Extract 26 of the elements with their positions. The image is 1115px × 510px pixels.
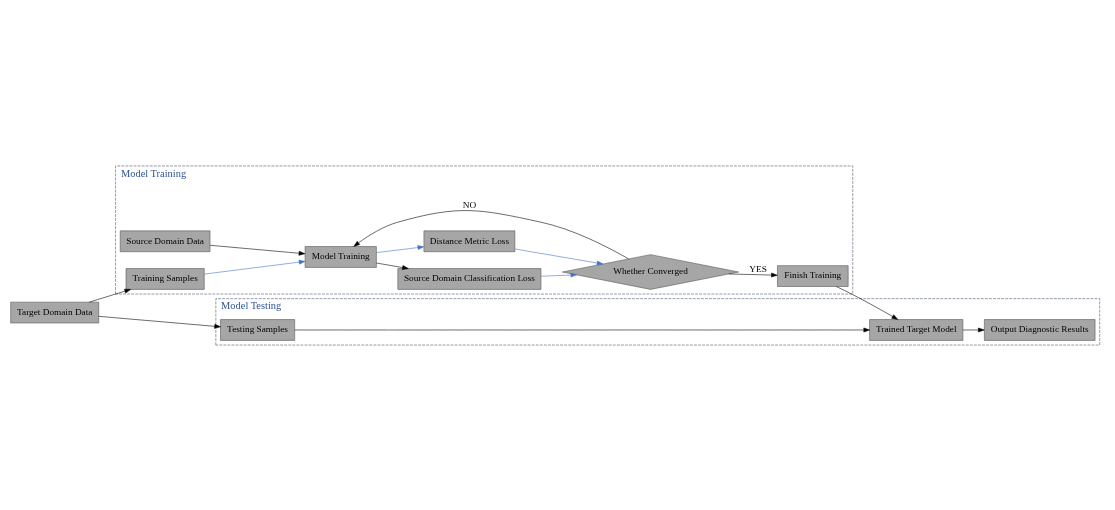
arrow bbox=[98, 315, 221, 329]
arrow bbox=[294, 327, 870, 332]
edge-label: NO bbox=[462, 199, 477, 210]
arrow bbox=[376, 262, 409, 270]
arrow bbox=[376, 244, 424, 253]
arrow bbox=[204, 259, 306, 274]
node-box: Model Training bbox=[304, 245, 377, 268]
arrow bbox=[209, 244, 306, 256]
node-box: Training Samples bbox=[125, 267, 205, 290]
arrow bbox=[514, 248, 604, 265]
node-box: Finish Training bbox=[777, 264, 849, 287]
edge-label: YES bbox=[749, 263, 767, 274]
arrow bbox=[836, 285, 898, 320]
node-box: Distance Metric Loss bbox=[423, 230, 516, 252]
arrow bbox=[962, 327, 985, 332]
node-diamond: Whether Converged bbox=[562, 253, 739, 290]
node-box: Target Domain Data bbox=[10, 301, 100, 323]
node-box: Output Diagnostic Results bbox=[984, 318, 1096, 341]
node-box: Testing Samples bbox=[220, 318, 295, 341]
arrow bbox=[728, 272, 778, 277]
arrow bbox=[88, 288, 131, 302]
arrow bbox=[540, 272, 577, 277]
node-box: Trained Target Model bbox=[869, 318, 964, 341]
arrow bbox=[353, 209, 629, 259]
node-box: Source Domain Classification Loss bbox=[397, 267, 542, 290]
node-box: Source Domain Data bbox=[119, 230, 211, 252]
